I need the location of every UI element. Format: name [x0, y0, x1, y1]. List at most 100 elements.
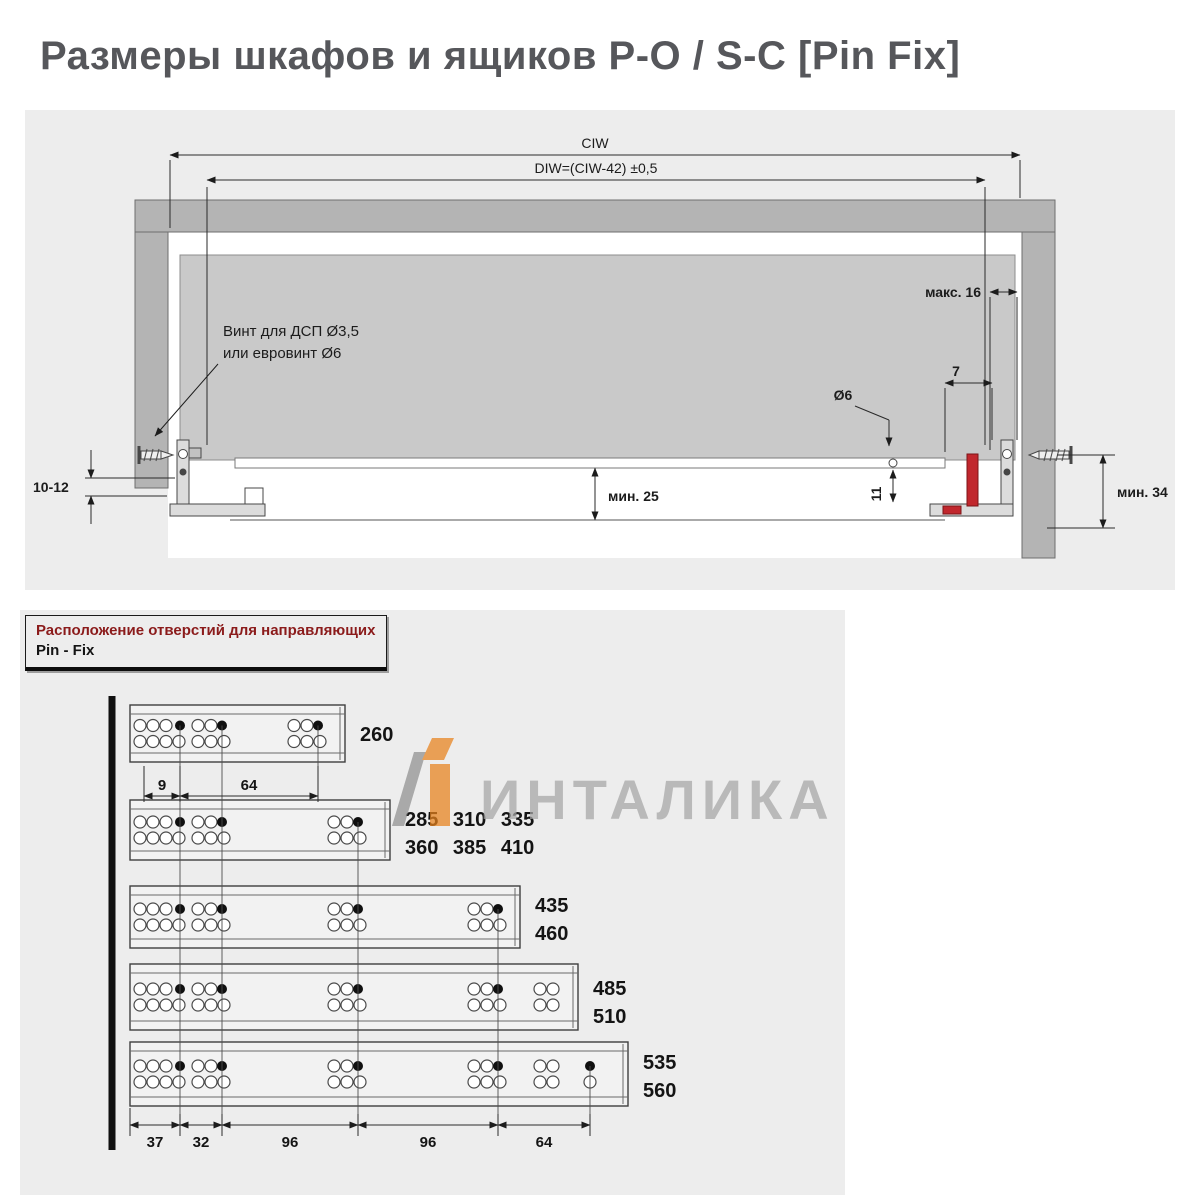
rail-hole	[546, 1059, 560, 1073]
bottom-dim-64: 64	[536, 1134, 553, 1151]
rail-hole	[340, 998, 354, 1012]
rail-hole	[340, 902, 354, 916]
section-header-line1: Расположение отверстий для направляющих	[36, 622, 376, 639]
bottom-dim-96b: 96	[420, 1134, 437, 1151]
rail-hole	[159, 1075, 173, 1089]
rail-hole	[217, 831, 231, 845]
rail-hole	[133, 734, 147, 749]
ciw-label: CIW	[581, 135, 609, 151]
rail-hole	[327, 918, 341, 932]
rail-hole	[204, 815, 218, 829]
rail-hole	[204, 998, 218, 1012]
diw-label: DIW=(CIW-42) ±0,5	[535, 160, 658, 176]
rail-hole	[480, 982, 494, 996]
bottom-dim-32: 32	[193, 1134, 210, 1151]
hole-positions-panel: Расположение отверстий для направляющих …	[20, 610, 845, 1195]
bottom-dim-96a: 96	[282, 1134, 299, 1151]
min34-label: мин. 34	[1117, 484, 1168, 500]
cabinet-top-wall	[134, 199, 1056, 233]
drawer-rail: 285 310 335 360 385 410	[129, 799, 534, 861]
rail-hole	[172, 998, 186, 1012]
rail-hole	[204, 982, 218, 996]
rail-length-label: 535	[643, 1052, 676, 1074]
rail-hole	[159, 918, 173, 932]
cabinet-right-wall	[1021, 231, 1056, 559]
rail-length-label: 460	[535, 923, 568, 945]
dim-dia6	[854, 405, 893, 447]
rail-hole	[204, 718, 218, 733]
dim-min34	[1047, 454, 1115, 529]
cabinet-body	[134, 199, 1056, 559]
rail-hole	[204, 1075, 218, 1089]
rail-hole	[133, 998, 147, 1012]
dim11-label: 11	[868, 486, 884, 501]
rail-hole	[353, 918, 367, 932]
left-mount-hardware	[137, 439, 266, 517]
rail-hole	[133, 815, 147, 829]
rail-hole	[191, 1059, 205, 1073]
rail-hole	[159, 998, 173, 1012]
rail-hole	[191, 918, 205, 932]
rail-hole	[467, 902, 481, 916]
rail-hole	[146, 1075, 160, 1089]
rail-hole	[159, 718, 173, 733]
rail1-dim-9: 9	[158, 777, 166, 794]
rail-hole	[493, 918, 507, 932]
rail-hole	[327, 1075, 341, 1089]
rail-hole	[159, 734, 173, 749]
rail-hole	[146, 902, 160, 916]
rail-length-label: 510	[593, 1006, 626, 1028]
rail-hole	[204, 1059, 218, 1073]
dim-10-12	[85, 450, 175, 524]
rail-hole	[217, 918, 231, 932]
drawer-back-panel	[179, 254, 1016, 461]
red-latch	[966, 453, 979, 507]
rail-hole	[217, 998, 231, 1012]
screw-note-line2: или евровинт Ø6	[223, 345, 341, 362]
max16-label: макс. 16	[925, 284, 981, 300]
rail-hole	[340, 918, 354, 932]
section-header-line2: Pin - Fix	[36, 642, 95, 659]
rail-hole	[159, 1059, 173, 1073]
rail-hole	[546, 982, 560, 996]
rail-hole	[191, 831, 205, 845]
rail-hole	[146, 918, 160, 932]
dim-max16	[989, 288, 1018, 450]
rail-hole	[172, 918, 186, 932]
rail-hole	[172, 831, 186, 845]
rail-hole	[353, 998, 367, 1012]
rail-hole	[327, 902, 341, 916]
rail-length-label: 285 310 335	[405, 809, 534, 831]
rail-hole	[191, 982, 205, 996]
rail-hole	[327, 1059, 341, 1073]
rail-hole	[146, 734, 160, 749]
pin-hole	[888, 458, 898, 468]
rail-hole	[191, 902, 205, 916]
dim10-12-label: 10-12	[33, 479, 69, 495]
rail-hole	[533, 982, 547, 996]
rail-hole	[353, 831, 367, 845]
rail-hole	[340, 1075, 354, 1089]
screw-note-leader	[154, 363, 219, 437]
rail-hole	[467, 982, 481, 996]
right-mount-hardware	[888, 439, 1073, 517]
rail-hole	[287, 718, 301, 733]
dim-diw	[206, 176, 986, 445]
cabinet-left-wall	[134, 231, 169, 489]
dim-7	[944, 379, 993, 452]
rail-hole	[467, 918, 481, 932]
rail-hole	[493, 998, 507, 1012]
rail-hole	[146, 1059, 160, 1073]
rail-hole	[480, 1059, 494, 1073]
rail-hole	[191, 734, 205, 749]
rail-hole	[287, 734, 301, 749]
rail-hole	[480, 1075, 494, 1089]
rail-hole	[191, 998, 205, 1012]
screw-tip	[1027, 450, 1040, 460]
rail-length-label: 360 385 410	[405, 837, 534, 859]
